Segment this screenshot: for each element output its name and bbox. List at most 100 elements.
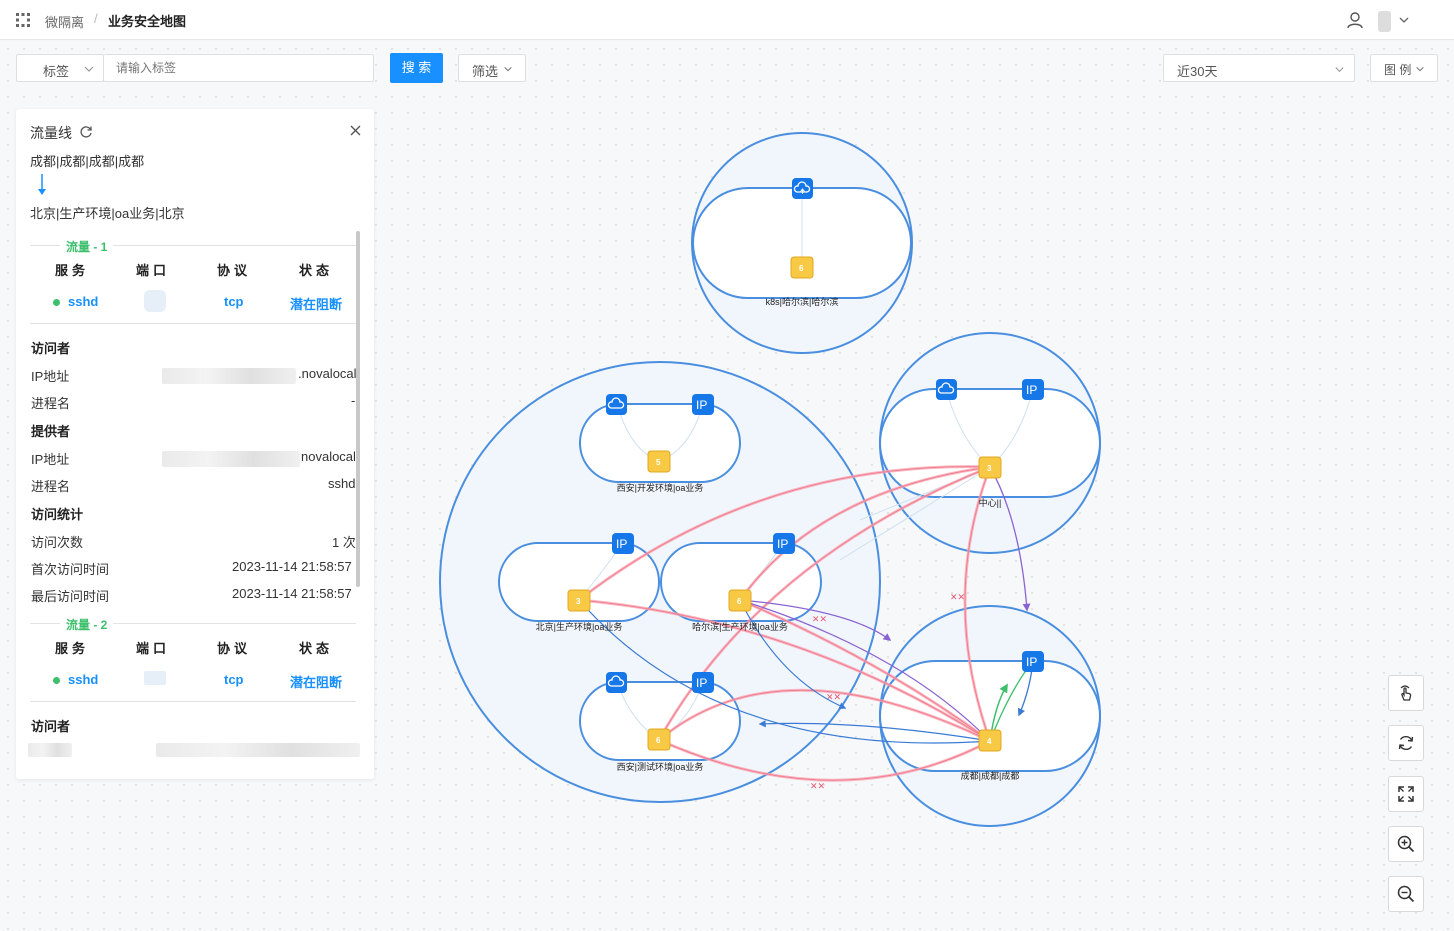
cloud-icon[interactable] <box>792 178 813 199</box>
pill-harbin[interactable] <box>660 542 822 622</box>
visitor-ip-redacted <box>162 368 296 384</box>
provider-ip-label: IP地址 <box>31 452 70 467</box>
cloud-icon[interactable] <box>936 379 957 400</box>
badge-count: 3 <box>576 597 581 606</box>
ip-node-icon[interactable]: IP <box>612 533 634 554</box>
node-label-k8s: k8s|哈尔滨|哈尔滨 <box>766 296 839 307</box>
ip-node-text: IP <box>696 398 707 412</box>
redacted <box>156 743 360 757</box>
time-range-select[interactable]: 近30天 <box>1163 54 1355 82</box>
zoom-out-icon <box>1397 885 1415 903</box>
legend-button[interactable]: 图 例 <box>1370 54 1438 82</box>
visitor-proc-label: 进程名 <box>31 396 71 411</box>
cloud-icon[interactable] <box>606 394 627 415</box>
pill-chengdu[interactable] <box>879 660 1101 772</box>
zoom-in-icon <box>1397 835 1415 853</box>
chevron-down-icon <box>1335 67 1344 73</box>
ip-node-text: IP <box>696 676 707 690</box>
divider <box>30 245 356 246</box>
hand-pointer-icon <box>1400 685 1412 701</box>
pill-beijing[interactable] <box>498 542 660 622</box>
ip-node-icon[interactable]: IP <box>1022 379 1044 400</box>
pill-xian-test[interactable] <box>579 681 741 761</box>
node-label-xian-test: 西安|测试环境|oa业务 <box>617 761 704 772</box>
node-label-chengdu: 成都|成都|成都 <box>961 770 1020 781</box>
chevron-down-icon[interactable] <box>1398 14 1410 26</box>
node-label-beijing: 北京|生产环境|oa业务 <box>536 621 623 632</box>
arrow-down-icon <box>38 174 46 195</box>
flow-1-status[interactable]: 潜在阻断 <box>290 297 343 312</box>
col-protocol: 协议 <box>217 641 252 656</box>
first-visit-label: 首次访问时间 <box>31 562 110 577</box>
first-visit-value: 2023-11-14 21:58:57 <box>232 559 352 574</box>
svg-text:✕✕: ✕✕ <box>812 614 827 624</box>
panel-scrollbar[interactable] <box>356 231 360 587</box>
flow-2-status[interactable]: 潜在阻断 <box>290 675 343 690</box>
ip-node-icon[interactable]: IP <box>773 533 795 554</box>
visitor-heading: 访问者 <box>31 341 71 356</box>
reload-button[interactable] <box>1388 725 1424 761</box>
host-badge-chengdu[interactable]: 4 <box>978 729 1002 752</box>
close-icon[interactable] <box>350 125 361 136</box>
col-service: 服务 <box>55 263 90 278</box>
avatar[interactable] <box>1378 11 1391 32</box>
host-badge-beijing[interactable]: 3 <box>567 589 591 612</box>
status-dot <box>53 299 60 306</box>
chevron-down-icon <box>1416 66 1424 72</box>
visit-count-value: 1 次 <box>332 535 356 550</box>
cloud-icon[interactable] <box>606 672 627 693</box>
hand-pointer-button[interactable] <box>1388 675 1424 711</box>
col-status: 状态 <box>299 641 334 656</box>
panel-title: 流量线 <box>30 125 72 141</box>
host-badge-xian-dev[interactable]: 5 <box>647 450 671 473</box>
pill-xian-dev[interactable] <box>579 403 741 483</box>
user-icon[interactable] <box>1346 11 1364 29</box>
pill-center[interactable] <box>879 388 1101 498</box>
legend-label: 图 例 <box>1384 63 1412 77</box>
flow-2-label: 流量 - 2 <box>60 616 114 633</box>
host-badge-k8s[interactable]: 6 <box>790 256 814 279</box>
tag-input-box <box>104 54 374 82</box>
breadcrumb-separator: / <box>94 11 98 26</box>
zoom-out-button[interactable] <box>1388 876 1424 912</box>
ip-node-text: IP <box>1026 383 1037 397</box>
divider <box>30 701 356 702</box>
host-badge-harbin[interactable]: 6 <box>728 589 752 612</box>
zoom-in-button[interactable] <box>1388 826 1424 862</box>
node-label-xian-dev: 西安|开发环境|oa业务 <box>617 482 704 493</box>
host-badge-xian-test[interactable]: 6 <box>647 728 671 751</box>
badge-count: 6 <box>656 736 661 745</box>
flow-1-service[interactable]: sshd <box>68 294 99 309</box>
refresh-icon[interactable] <box>79 125 93 139</box>
flow-source: 成都|成都|成都|成都 <box>30 154 145 169</box>
provider-ip-value: novalocal <box>301 449 356 464</box>
visitor-ip-label: IP地址 <box>31 369 70 384</box>
ip-node-icon[interactable]: IP <box>692 394 714 415</box>
tag-input[interactable] <box>104 55 373 81</box>
flow-2-protocol: tcp <box>224 672 244 687</box>
search-button[interactable]: 搜 索 <box>390 53 443 83</box>
divider <box>30 623 356 624</box>
flow-1-label: 流量 - 1 <box>60 238 114 255</box>
provider-proc-value: sshd <box>328 476 356 491</box>
chevron-down-icon <box>84 66 94 72</box>
apps-grid-icon[interactable] <box>15 12 31 28</box>
host-badge-center[interactable]: 3 <box>978 456 1002 479</box>
ip-node-icon[interactable]: IP <box>1022 651 1044 672</box>
redacted <box>28 743 72 757</box>
flow-target: 北京|生产环境|oa业务|北京 <box>30 206 185 221</box>
visit-count-label: 访问次数 <box>31 535 84 550</box>
fullscreen-button[interactable] <box>1388 776 1424 812</box>
svg-text:✕✕: ✕✕ <box>950 592 965 602</box>
node-label-center: 中心|| <box>979 497 1002 508</box>
visitor-ip-value: .novalocal <box>298 366 357 381</box>
ip-node-icon[interactable]: IP <box>692 672 714 693</box>
filter-button[interactable]: 筛选 <box>458 54 526 82</box>
ip-node-text: IP <box>777 537 788 551</box>
badge-count: 5 <box>656 458 661 467</box>
breadcrumb-parent[interactable]: 微隔离 <box>45 15 85 30</box>
flow-2-service[interactable]: sshd <box>68 672 99 687</box>
port-redacted <box>144 290 166 312</box>
tag-type-select[interactable]: 标签 <box>16 54 104 82</box>
